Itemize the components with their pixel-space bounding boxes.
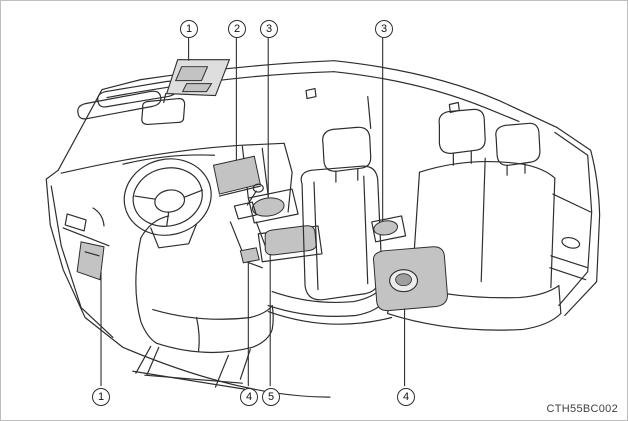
figure-code: CTH55BC002: [546, 403, 618, 415]
door-pocket: [76, 241, 105, 281]
steering-wheel: [123, 158, 212, 249]
console-tray-shade: [239, 247, 260, 264]
callout-top-2: 2: [228, 20, 246, 38]
callout-top-3: 3: [260, 20, 278, 38]
rear-door-cupholder-shade: [373, 220, 399, 236]
rear-door-cupholder: [371, 215, 407, 243]
passenger-seat: [267, 126, 387, 317]
rear-armrest-cupholder: [372, 246, 448, 312]
door-pocket-shade: [76, 241, 105, 281]
front-cupholder-shade: [251, 197, 285, 217]
callout-bottom-4: 4: [240, 388, 258, 406]
callout-top-1: 1: [180, 20, 198, 38]
shift-lever: [233, 183, 264, 220]
callout-bottom-1: 1: [92, 388, 110, 406]
console-box-lid: [257, 225, 323, 263]
leader-lines: [100, 37, 406, 387]
console-tray: [239, 247, 260, 264]
callout-top-3b: 3: [375, 20, 393, 38]
rearview-mirror: [141, 92, 186, 126]
callout-bottom-4b: 4: [397, 388, 415, 406]
cabin-structure: [45, 60, 601, 398]
console-box-shade: [264, 225, 317, 256]
overhead-console: [165, 59, 231, 97]
callout-bottom-5: 5: [262, 388, 280, 406]
front-cupholders: [247, 188, 299, 224]
